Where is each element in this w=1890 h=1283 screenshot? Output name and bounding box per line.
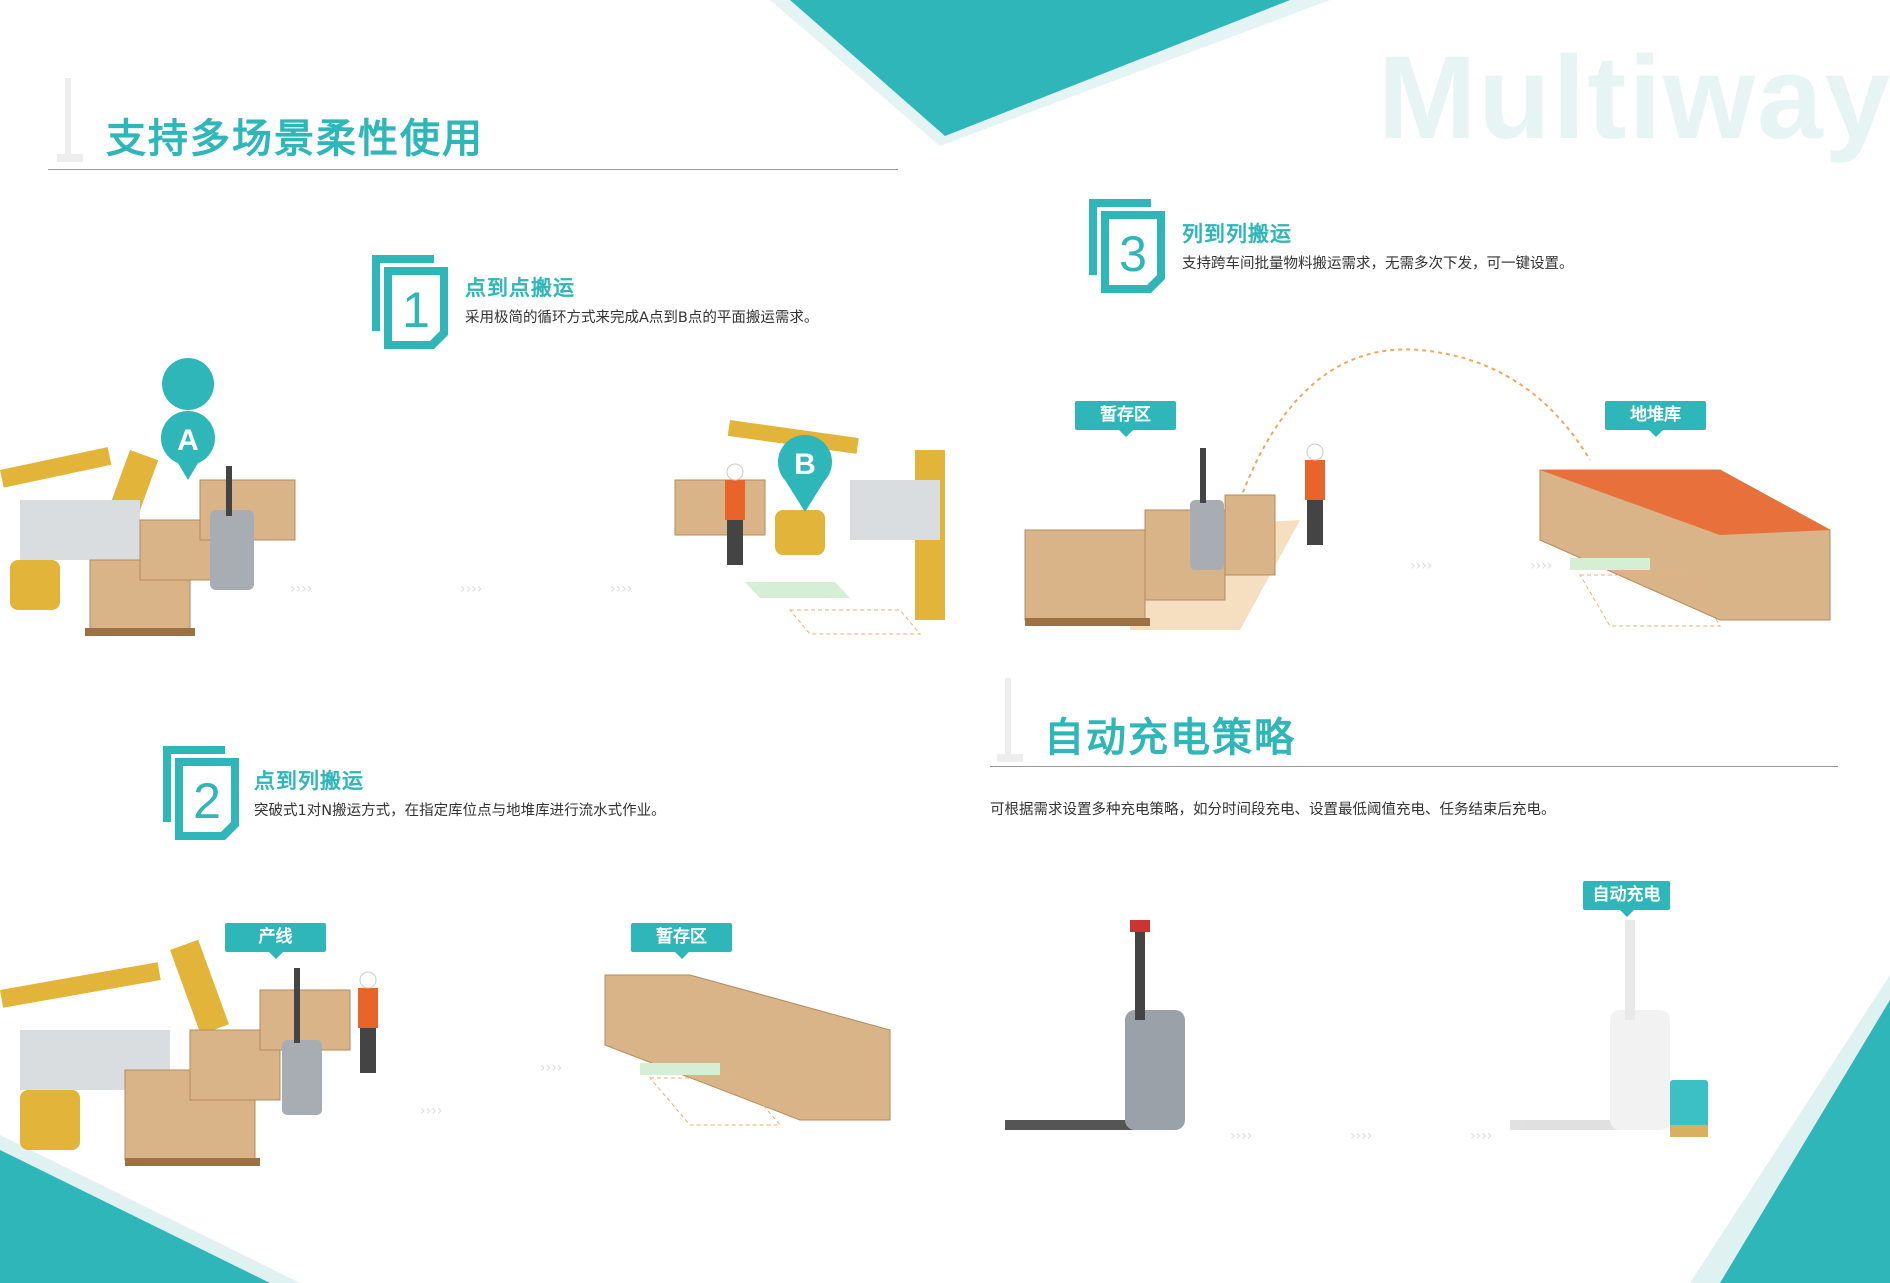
worker-right <box>725 463 745 565</box>
agv-forklift <box>1005 920 1185 1130</box>
charging-description: 可根据需求设置多种充电策略，如分时间段充电、设置最低阈值充电、任务结束后充电。 <box>990 802 1556 818</box>
robot-silhouette-icon <box>57 78 83 162</box>
tag-production-line: 产线 <box>225 923 326 959</box>
svg-text:A: A <box>177 424 199 457</box>
svg-text:››››: ›››› <box>460 581 482 597</box>
conveyor-right <box>850 480 940 540</box>
worker <box>1305 443 1325 545</box>
robot-silhouette-icon <box>997 678 1023 762</box>
agv-robot <box>282 968 322 1115</box>
charging-title: 自动充电策略 <box>1044 715 1296 761</box>
agv-robot-a <box>210 466 254 590</box>
number-1-icon: 1 <box>372 255 448 349</box>
worker <box>358 971 378 1073</box>
main-title-divider <box>48 169 898 170</box>
svg-text:2: 2 <box>193 773 221 829</box>
svg-text:››››: ›››› <box>420 1103 442 1119</box>
svg-text:B: B <box>794 448 816 481</box>
marker-a: A <box>161 358 215 480</box>
svg-text:››››: ›››› <box>540 1060 562 1076</box>
agv-robot <box>1190 448 1224 570</box>
robot-arm <box>0 939 229 1150</box>
number-2-icon: 2 <box>163 746 239 840</box>
staging-boxes <box>604 974 891 1121</box>
svg-text:1: 1 <box>402 282 430 338</box>
agv-forklift-charging <box>1510 920 1670 1130</box>
charging-divider <box>990 766 1838 767</box>
svg-text:››››: ›››› <box>290 581 312 597</box>
marker-b: B <box>778 435 832 512</box>
tag-auto-charging: 自动充电 <box>1583 881 1670 917</box>
charging-scene: ›››› ›››› ›››› <box>1005 920 1708 1144</box>
pallet-boxes-left <box>1024 494 1276 621</box>
main-title: 支持多场景柔性使用 <box>106 116 484 162</box>
brand-watermark: Multiway <box>1378 32 1890 164</box>
charging-station <box>1670 1080 1708 1137</box>
box-stack-right <box>674 479 766 536</box>
svg-text:››››: ›››› <box>610 581 632 597</box>
section-1-title: 点到点搬运 <box>465 276 575 300</box>
conveyor <box>20 500 140 560</box>
svg-text:››››: ›››› <box>1230 1128 1252 1144</box>
svg-text:››››: ›››› <box>1470 1128 1492 1144</box>
section-3-title: 列到列搬运 <box>1182 222 1292 246</box>
svg-text:››››: ›››› <box>1350 1128 1372 1144</box>
pallet-boxes-right <box>1539 469 1831 621</box>
svg-text:››››: ›››› <box>1410 558 1432 574</box>
number-3-icon: 3 <box>1089 199 1165 293</box>
svg-text:››››: ›››› <box>1530 558 1552 574</box>
section-2-description: 突破式1对N搬运方式，在指定库位点与地堆库进行流水式作业。 <box>254 803 666 819</box>
section-3-description: 支持跨车间批量物料搬运需求，无需多次下发，可一键设置。 <box>1182 256 1574 272</box>
tag-floor-storage: 地堆库 <box>1605 401 1706 437</box>
tag-staging-area-3: 暂存区 <box>1075 401 1176 437</box>
svg-text:3: 3 <box>1119 226 1147 282</box>
section-1-description: 采用极简的循环方式来完成A点到B点的平面搬运需求。 <box>465 310 819 326</box>
column-to-column-scene: ›››› ›››› <box>1024 348 1831 630</box>
point-to-column-scene: ›››› ›››› <box>0 939 891 1166</box>
section-2-title: 点到列搬运 <box>254 769 364 793</box>
tag-staging-area-2: 暂存区 <box>631 923 732 959</box>
point-to-point-scene: A ›››› ›››› ›››› B <box>0 358 945 636</box>
